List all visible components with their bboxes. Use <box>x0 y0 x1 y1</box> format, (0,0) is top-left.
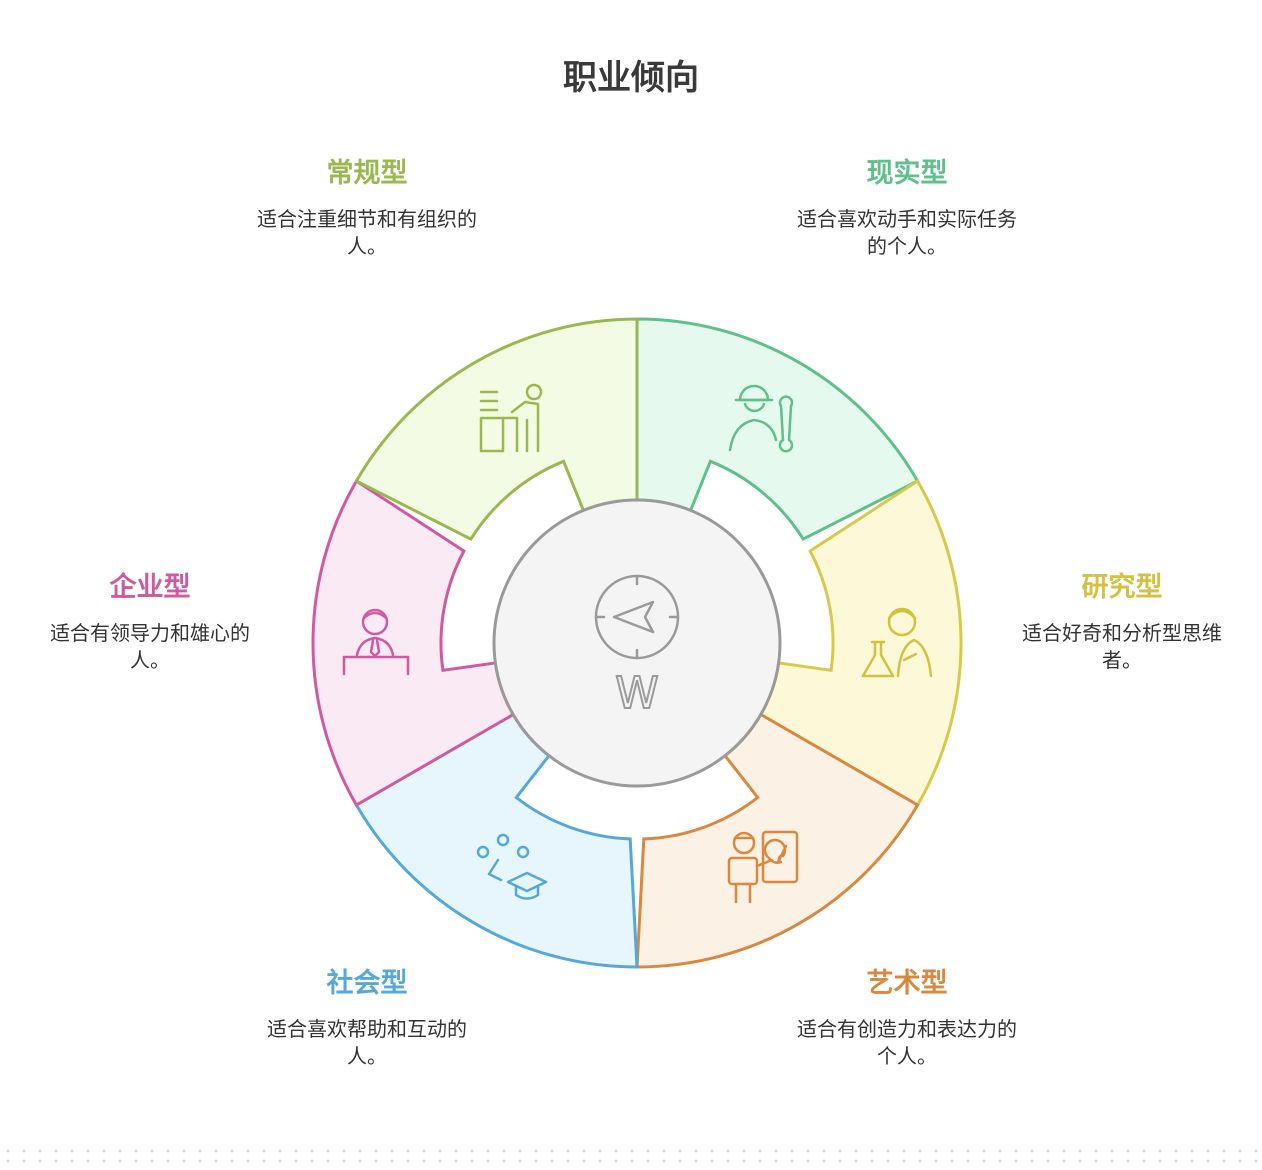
type-block-artistic: 艺术型 适合有创造力和表达力的个人。 <box>777 966 1037 1070</box>
type-desc-enterprising: 适合有领导力和雄心的人。 <box>50 621 250 672</box>
type-desc-realistic: 适合喜欢动手和实际任务的个人。 <box>797 207 1017 258</box>
wheel-segment-conventional <box>354 317 639 542</box>
painter-with-palette-icon <box>727 830 799 904</box>
type-title-conventional: 常规型 <box>326 158 408 189</box>
people-with-graduation-cap-icon <box>476 833 548 900</box>
page-title: 职业倾向 <box>563 58 699 98</box>
type-title-investigative: 研究型 <box>1081 572 1163 603</box>
bottom-dotted-divider <box>0 1146 1262 1166</box>
scientist-with-flask-icon <box>861 607 933 678</box>
business-leader-icon <box>342 608 410 676</box>
worker-with-wrench-icon <box>728 384 794 453</box>
type-desc-social: 适合喜欢帮助和互动的人。 <box>267 1017 467 1068</box>
compass-icon <box>594 574 680 660</box>
type-block-investigative: 研究型 适合好奇和分析型思维者。 <box>992 570 1252 674</box>
type-block-conventional: 常规型 适合注重细节和有组织的人。 <box>237 156 497 260</box>
type-desc-investigative: 适合好奇和分析型思维者。 <box>1022 621 1222 672</box>
type-title-artistic: 艺术型 <box>866 968 948 999</box>
type-desc-artistic: 适合有创造力和表达力的个人。 <box>797 1017 1017 1068</box>
type-block-enterprising: 企业型 适合有领导力和雄心的人。 <box>20 570 280 674</box>
type-title-realistic: 现实型 <box>866 158 948 189</box>
type-block-realistic: 现实型 适合喜欢动手和实际任务的个人。 <box>777 156 1037 260</box>
type-desc-conventional: 适合注重细节和有组织的人。 <box>257 207 477 258</box>
office-worker-at-desk-icon <box>479 383 543 453</box>
hub-label: W <box>615 668 659 719</box>
type-title-enterprising: 企业型 <box>109 572 191 603</box>
type-block-social: 社会型 适合喜欢帮助和互动的人。 <box>237 966 497 1070</box>
hub-circle <box>492 498 782 788</box>
type-title-social: 社会型 <box>326 968 408 999</box>
